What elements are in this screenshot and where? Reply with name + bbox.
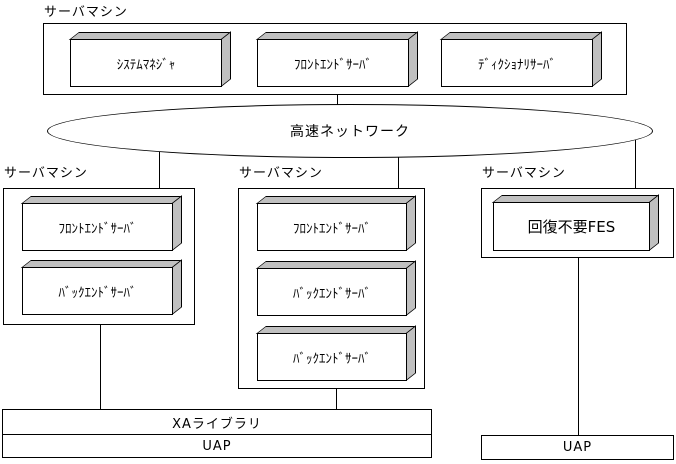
connector-topbox-to-network <box>337 94 338 106</box>
uap-box-right: UAP <box>481 435 674 460</box>
connector-machine-2-to-xa <box>336 388 337 409</box>
server-machine-label-3: サーバマシン <box>482 166 566 181</box>
box-side-shade <box>406 195 416 251</box>
box-side-shade <box>408 31 418 88</box>
box-side-shade <box>592 31 602 88</box>
connector-machine-1-to-xa <box>100 324 101 409</box>
uap-row-left: UAP <box>202 438 232 454</box>
server-box-label: ﾊﾞｯｸｴﾝﾄﾞｻｰﾊﾞ <box>257 333 407 381</box>
xa-uap-box: XAライブラリ UAP <box>2 409 432 458</box>
network-label: 高速ネットワーク <box>290 124 410 140</box>
server-box-label: ﾃﾞｨｸｼｮﾅﾘｻｰﾊﾞ <box>441 39 593 87</box>
server-box-label: ﾌﾛﾝﾄｴﾝﾄﾞｻｰﾊﾞ <box>257 39 409 87</box>
box-side-shade <box>221 31 231 88</box>
server-box-label: ｼｽﾃﾑﾏﾈｼﾞｬ <box>70 39 222 87</box>
server-box-label: ﾊﾞｯｸｴﾝﾄﾞｻｰﾊﾞ <box>257 268 407 316</box>
server-box-label: ﾌﾛﾝﾄｴﾝﾄﾞｻｰﾊﾞ <box>257 203 407 251</box>
server-machine-label-1: サーバマシン <box>4 166 88 181</box>
server-box-label: 回復不要FES <box>493 202 650 251</box>
server-box-backend-2a: ﾊﾞｯｸｴﾝﾄﾞｻｰﾊﾞ <box>255 260 416 316</box>
box-side-shade <box>172 259 182 315</box>
connector-network-to-machine-2 <box>398 157 399 188</box>
connector-network-to-machine-3 <box>635 140 636 188</box>
server-box-backend-1: ﾊﾞｯｸｴﾝﾄﾞｻｰﾊﾞ <box>20 259 182 315</box>
server-box-frontend-2: ﾌﾛﾝﾄｴﾝﾄﾞｻｰﾊﾞ <box>255 195 416 251</box>
server-machine-label-top: サーバマシン <box>44 5 128 20</box>
network-ellipse: 高速ネットワーク <box>47 104 653 158</box>
server-box-backend-2b: ﾊﾞｯｸｴﾝﾄﾞｻｰﾊﾞ <box>255 325 416 381</box>
xa-library-row: XAライブラリ <box>3 410 431 435</box>
box-side-shade <box>649 194 659 251</box>
connector-network-to-machine-1 <box>159 152 160 188</box>
server-box-dictionary: ﾃﾞｨｸｼｮﾅﾘｻｰﾊﾞ <box>439 31 602 88</box>
server-box-recovery-unneeded-fes: 回復不要FES <box>491 194 659 251</box>
server-machine-label-2: サーバマシン <box>239 166 323 181</box>
server-box-label: ﾌﾛﾝﾄｴﾝﾄﾞｻｰﾊﾞ <box>22 203 173 251</box>
server-box-frontend-1: ﾌﾛﾝﾄｴﾝﾄﾞｻｰﾊﾞ <box>20 195 182 251</box>
box-side-shade <box>406 325 416 381</box>
connector-machine-3-to-uap <box>578 258 579 435</box>
server-box-frontend-top: ﾌﾛﾝﾄｴﾝﾄﾞｻｰﾊﾞ <box>255 31 418 88</box>
server-box-label: ﾊﾞｯｸｴﾝﾄﾞｻｰﾊﾞ <box>22 267 173 315</box>
box-side-shade <box>172 195 182 251</box>
box-side-shade <box>406 260 416 316</box>
server-box-system-manager: ｼｽﾃﾑﾏﾈｼﾞｬ <box>68 31 231 88</box>
